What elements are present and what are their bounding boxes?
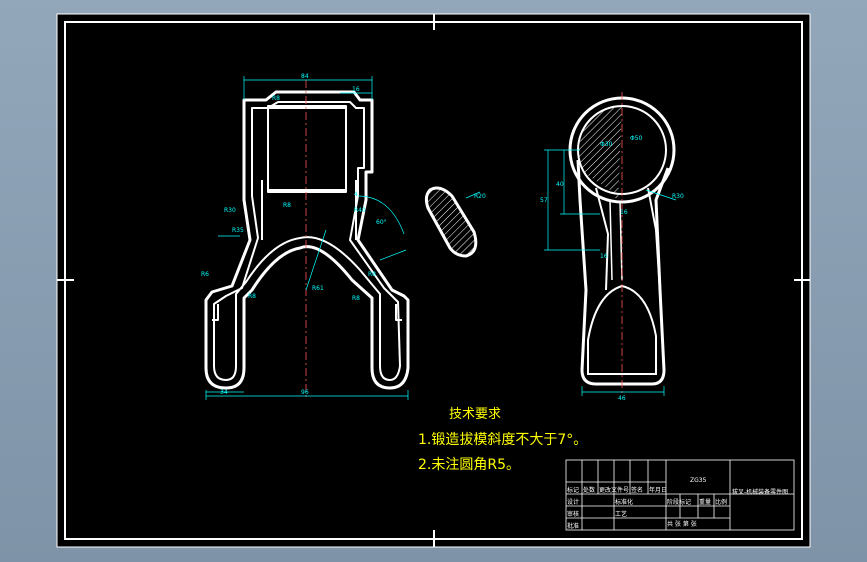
dim-r40: R40: [354, 207, 366, 214]
tb-row2-1: 标准化: [615, 498, 633, 506]
dim-bottom-width: 46: [618, 395, 626, 402]
section-label: R20: [474, 193, 486, 200]
front-dimensions: [205, 76, 409, 400]
dim-right-r1: R8: [248, 293, 256, 300]
section-shape: [424, 186, 478, 258]
dim-h2: 40: [556, 181, 564, 188]
dim-angle: 60°: [376, 219, 387, 226]
tb-row2-3: 重量: [699, 498, 711, 506]
dim-side-mid: 16: [600, 253, 608, 260]
dim-dia1: Φ30: [600, 141, 613, 148]
dim-dia2: Φ50: [630, 135, 643, 142]
tb-row3-2: 共 张 第 张: [667, 520, 697, 528]
hub-hatch: [578, 106, 622, 202]
tb-row1-4: 年月日: [649, 486, 667, 494]
tech-item-1: 1.锻造拔模斜度不大于7°。: [418, 432, 587, 448]
tb-row1-1: 处数: [583, 486, 595, 494]
dim-left-r2: R30: [224, 207, 236, 214]
tb-row1-3: 签名: [631, 486, 643, 494]
fork-window: [267, 105, 347, 193]
side-outline: [576, 159, 670, 386]
dim-r61: R61: [312, 285, 324, 292]
dim-r35: R35: [232, 227, 244, 234]
tech-item-2: 2.未注圆角R5。: [418, 457, 520, 473]
tb-row1-0: 标记: [567, 486, 579, 494]
tb-row2-0: 设计: [567, 498, 579, 506]
dim-r30: R30: [672, 193, 684, 200]
dim-small-4: 4: [354, 191, 358, 198]
tb-material: ZG35: [690, 477, 707, 484]
dim-r8b: R8: [368, 271, 376, 278]
tb-row4-0: 批准: [567, 522, 579, 530]
dim-left-r1: R8: [272, 95, 280, 102]
dim-r6: R6: [201, 271, 209, 278]
side-dimensions: [544, 149, 677, 396]
dim-bottom-total: 96: [301, 389, 309, 396]
tech-title: 技术要求: [449, 407, 501, 422]
title-block: [565, 459, 795, 531]
side-dim-labels: Φ30 Φ50 57 40 R30 16 16 46: [540, 135, 684, 402]
tb-row3-1: 工艺: [615, 510, 627, 518]
dim-h1: 57: [540, 197, 548, 204]
fork-outline-inner: [213, 101, 401, 381]
tb-row1-2: 更改文件号: [599, 486, 629, 494]
tech-requirements: 技术要求 1.锻造拔模斜度不大于7°。 2.未注圆角R5。: [418, 407, 587, 473]
tb-drawing-name: 拔叉-机械装备零件图: [732, 488, 788, 496]
dim-bottom-left: 34: [220, 389, 228, 396]
tb-row2-4: 比例: [715, 498, 727, 506]
dim-top-right: 16: [352, 86, 360, 93]
fork-outline-outer: [204, 90, 410, 390]
title-block-text: ZG35 拔叉-机械装备零件图 标记 处数 更改文件号 签名 年月日 设计 标准…: [567, 477, 788, 530]
front-view: [204, 90, 410, 390]
rib-section: R20: [424, 186, 486, 258]
tb-row2-2: 阶段标记: [667, 498, 691, 506]
tb-row3-0: 审核: [567, 510, 579, 518]
front-dim-labels: 84 16 R8 R30 R35 R6 R8 R61 34 96 R8 R8 6…: [201, 73, 387, 396]
dim-side-small: 16: [620, 209, 628, 216]
dim-top-width: 84: [301, 73, 309, 80]
dim-mid: R8: [283, 202, 291, 209]
dim-right-r2: R8: [352, 295, 360, 302]
sheet-border: [56, 13, 811, 548]
